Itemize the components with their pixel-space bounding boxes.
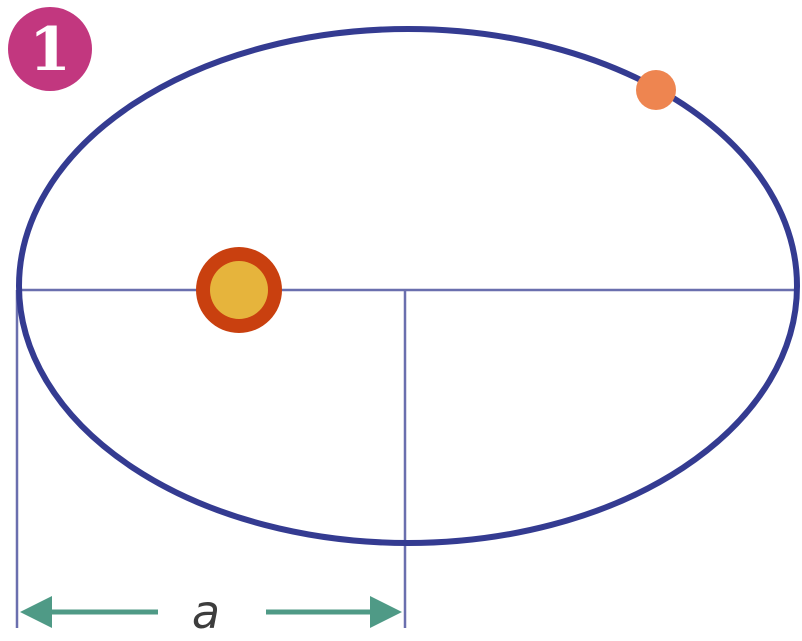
semi-major-axis-arrow: a — [20, 585, 402, 639]
orbit-ellipse — [16, 26, 800, 546]
left-arrowhead — [20, 596, 52, 628]
step-badge-number: 1 — [29, 15, 71, 85]
sun-at-focus — [196, 247, 282, 333]
planet — [636, 70, 676, 110]
step-badge-circle — [8, 7, 92, 91]
step-badge: 1 — [8, 7, 92, 91]
right-arrowhead — [370, 596, 402, 628]
sun-core — [210, 261, 268, 319]
semi-major-axis-label: a — [192, 585, 220, 639]
